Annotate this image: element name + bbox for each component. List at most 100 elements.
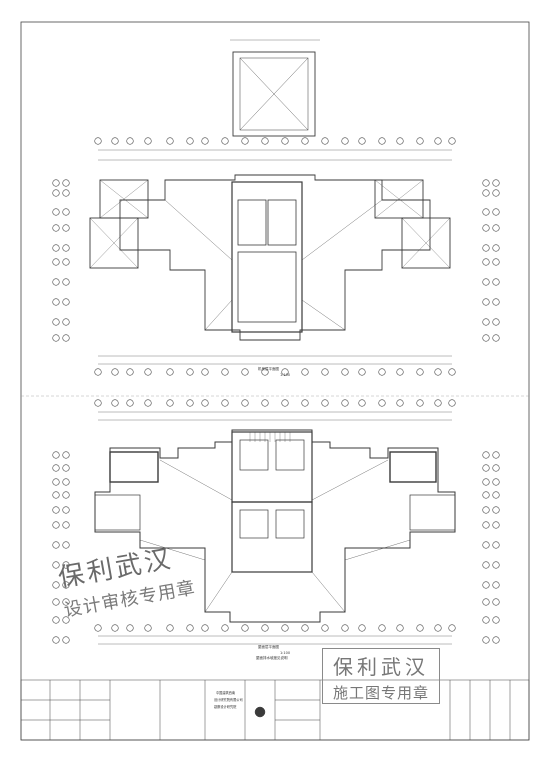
grid-bubble	[492, 561, 500, 569]
grid-bubble	[94, 399, 102, 407]
grid-bubble	[492, 616, 500, 624]
grid-bubble	[111, 624, 119, 632]
grid-bubble	[221, 624, 229, 632]
bottom-floor-plan	[94, 429, 456, 623]
grid-bubble	[52, 278, 60, 286]
grid-bubble	[341, 368, 349, 376]
grid-bubble	[448, 137, 456, 145]
grid-bubble	[492, 278, 500, 286]
grid-bubble	[321, 137, 329, 145]
grid-bubble	[52, 244, 60, 252]
grid-bubble	[396, 368, 404, 376]
company-line-2: 设计研究院有限公司	[214, 698, 243, 702]
grid-bubble	[482, 258, 490, 266]
grid-bubble	[62, 208, 70, 216]
grid-bubble	[166, 624, 174, 632]
grid-bubble	[52, 541, 60, 549]
grid-bubble	[378, 137, 386, 145]
grid-bubble	[281, 368, 289, 376]
grid-bubble	[62, 521, 70, 529]
grid-bubble	[482, 541, 490, 549]
grid-bubble	[492, 478, 500, 486]
grid-bubble	[62, 598, 70, 606]
grid-bubble	[482, 189, 490, 197]
grid-bubble	[492, 224, 500, 232]
grid-bubble	[52, 506, 60, 514]
grid-bubble	[52, 598, 60, 606]
grid-bubble	[321, 399, 329, 407]
top-floor-plan	[89, 51, 451, 341]
grid-bubble	[52, 561, 60, 569]
grid-bubble	[144, 624, 152, 632]
grid-bubble	[186, 368, 194, 376]
top-plan-scale: 1:100	[280, 373, 291, 377]
grid-bubble	[52, 464, 60, 472]
grid-bubble	[62, 278, 70, 286]
grid-bubble	[482, 334, 490, 342]
grid-bubble	[201, 137, 209, 145]
grid-bubble	[144, 399, 152, 407]
grid-bubble	[201, 624, 209, 632]
grid-bubble	[52, 636, 60, 644]
grid-bubble	[52, 334, 60, 342]
grid-bubble	[166, 399, 174, 407]
grid-bubble	[492, 491, 500, 499]
bottom-plan-dimensions	[98, 411, 452, 645]
grid-bubble	[241, 368, 249, 376]
grid-bubble	[434, 137, 442, 145]
grid-bubble	[492, 541, 500, 549]
grid-bubble	[358, 624, 366, 632]
grid-bubble	[492, 451, 500, 459]
grid-bubble	[94, 368, 102, 376]
bottom-plan-scale: 1:100	[280, 651, 291, 655]
grid-bubble	[448, 624, 456, 632]
grid-bubble	[62, 224, 70, 232]
grid-bubble	[416, 399, 424, 407]
grid-bubble	[448, 399, 456, 407]
top-plan-title: 机房层平面图	[258, 367, 279, 371]
grid-bubble	[492, 298, 500, 306]
grid-bubble	[111, 399, 119, 407]
grid-bubble	[62, 464, 70, 472]
grid-bubble	[358, 137, 366, 145]
grid-bubble	[492, 506, 500, 514]
grid-bubble	[62, 244, 70, 252]
grid-bubble	[281, 137, 289, 145]
right-stamp-line-2: 施工图专用章	[332, 684, 429, 702]
grid-bubble	[62, 189, 70, 197]
grid-bubble	[281, 624, 289, 632]
grid-bubble	[492, 598, 500, 606]
grid-bubble	[52, 298, 60, 306]
grid-bubble	[492, 318, 500, 326]
bottom-plan-title: 屋面层平面图	[258, 645, 279, 649]
grid-bubble	[144, 137, 152, 145]
title-block	[20, 679, 530, 741]
grid-bubble	[52, 208, 60, 216]
grid-bubble	[201, 399, 209, 407]
grid-bubble	[186, 137, 194, 145]
grid-bubble	[492, 189, 500, 197]
grid-bubble	[482, 581, 490, 589]
grid-bubble	[321, 368, 329, 376]
grid-bubble	[62, 616, 70, 624]
grid-bubble	[482, 318, 490, 326]
grid-bubble	[482, 521, 490, 529]
grid-bubble	[52, 189, 60, 197]
grid-bubble	[416, 368, 424, 376]
company-line-3: 勘察设计研究院	[214, 705, 237, 709]
grid-bubble	[62, 581, 70, 589]
grid-bubble	[434, 624, 442, 632]
grid-bubble	[52, 451, 60, 459]
grid-bubble	[62, 561, 70, 569]
grid-bubble	[62, 478, 70, 486]
grid-bubble	[52, 224, 60, 232]
grid-bubble	[341, 137, 349, 145]
grid-bubble	[221, 399, 229, 407]
grid-bubble	[52, 179, 60, 187]
bottom-plan-note: 屋面排水坡度见说明	[256, 656, 288, 660]
grid-bubble	[126, 624, 134, 632]
grid-bubble	[166, 137, 174, 145]
grid-bubble	[482, 208, 490, 216]
grid-bubble	[62, 506, 70, 514]
